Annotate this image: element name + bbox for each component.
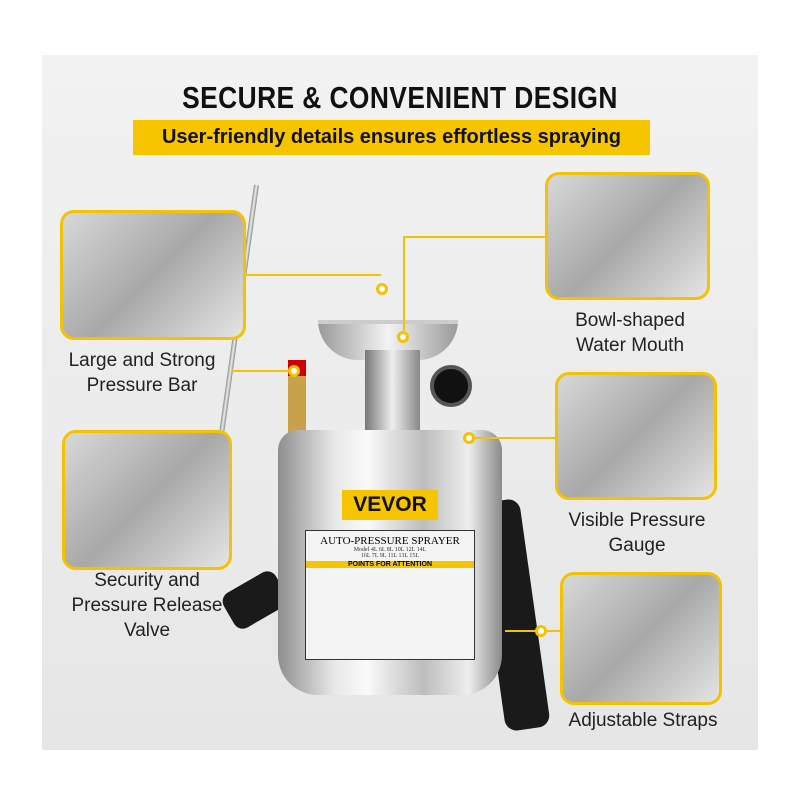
caption-line: Gauge [608,535,666,556]
gauge-photo [555,372,717,500]
straps-photo [560,572,722,705]
caption-line: Water Mouth [575,335,685,356]
caption-line: Bowl-shaped [575,310,685,331]
caption-straps: Adjustable Straps [543,708,743,733]
connector-line [505,630,560,632]
label-model-2: 16L 7L 9L 11L 13L 15L [360,553,420,559]
pressure-bar-handle [340,280,440,325]
caption-line: Valve [123,620,171,641]
caption-line: Pressure Release [71,595,223,616]
connector-line [403,236,405,331]
callout-dot [288,365,300,377]
pressure-gauge [430,365,472,407]
callout-dot [376,283,388,295]
water-mouth-bowl [318,320,458,360]
subtitle-banner: User-friendly details ensures effortless… [133,120,650,155]
connector-line [470,437,555,439]
caption-pressure-bar: Large and Strong Pressure Bar [42,348,242,398]
caption-line: Pressure Bar [86,375,198,396]
brand-logo: VEVOR [342,490,438,520]
callout-dot [463,432,475,444]
label-title: AUTO-PRESSURE SPRAYER [320,535,460,547]
connector-line [246,274,381,276]
caption-line: Large and Strong [68,350,216,371]
caption-line: Visible Pressure [568,510,706,531]
connector-line [403,236,545,238]
label-model-1: Model 4L 6L 8L 10L 12L 14L [353,547,427,553]
pump-neck [365,350,420,435]
page-title: SECURE & CONVENIENT DESIGN [182,80,618,115]
release-valve-photo [62,430,232,570]
caption-water-mouth: Bowl-shaped Water Mouth [530,308,730,358]
connector-line [232,370,292,372]
product-label: AUTO-PRESSURE SPRAYER Model 4L 6L 8L 10L… [305,530,475,660]
pressure-bar-photo [60,210,246,340]
caption-release-valve: Security and Pressure Release Valve [47,568,247,643]
caption-line: Security and [94,570,200,591]
caption-gauge: Visible Pressure Gauge [537,508,737,558]
caption-line: Adjustable Straps [568,710,718,731]
release-valve [288,360,306,440]
callout-dot [535,625,547,637]
water-mouth-photo [545,172,710,300]
label-attention: POINTS FOR ATTENTION [306,561,474,568]
callout-dot [397,331,409,343]
